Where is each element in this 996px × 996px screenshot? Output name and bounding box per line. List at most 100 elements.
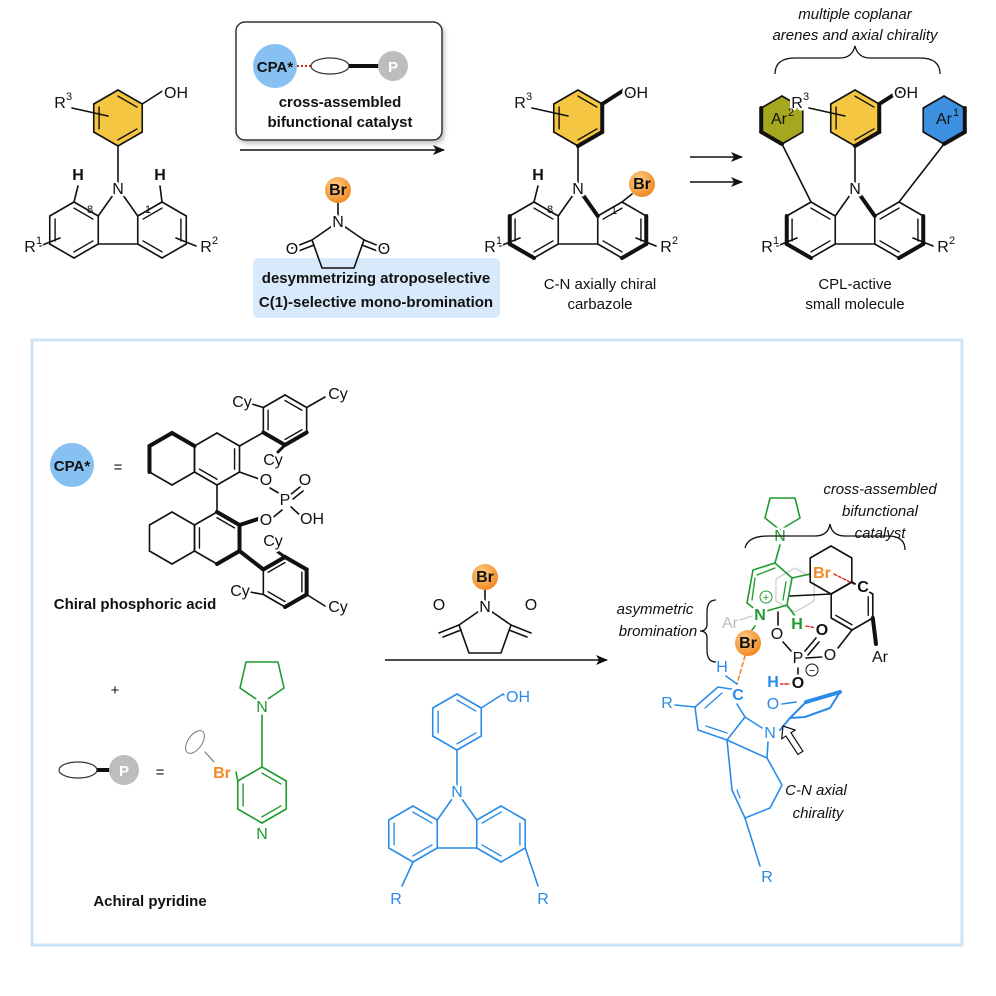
r-label: R: [791, 95, 803, 112]
n-label: N: [256, 826, 268, 843]
bond: [97, 187, 119, 217]
p-label: P: [388, 59, 398, 76]
ts-axial-line2: chirality: [793, 805, 845, 822]
bond: [117, 95, 138, 108]
bond: [481, 811, 502, 824]
pyridinium-n-label: N: [754, 607, 766, 624]
bond: [276, 550, 287, 559]
bond: [261, 772, 282, 785]
bond: [830, 617, 853, 631]
bond: [73, 240, 94, 253]
br-label: Br: [329, 182, 347, 199]
bond: [533, 185, 539, 203]
oh-label: OH: [506, 689, 530, 706]
o-label: O: [824, 647, 836, 664]
cy-label: Cy: [230, 583, 250, 600]
bond: [635, 237, 657, 247]
br-label: Br: [633, 176, 651, 193]
bond: [456, 732, 477, 745]
bond: [73, 243, 100, 259]
bond: [216, 517, 236, 529]
conditions-line1: desymmetrizing atroposelective: [262, 270, 490, 287]
bond: [73, 185, 79, 203]
bond: [804, 637, 817, 652]
bond: [284, 399, 303, 411]
r-label: R: [514, 95, 526, 112]
bond: [283, 430, 309, 447]
bond: [171, 471, 196, 486]
bond: [117, 131, 144, 147]
bond: [804, 690, 842, 704]
bond: [387, 847, 414, 863]
bond: [442, 629, 462, 638]
bond: [500, 805, 527, 821]
bond: [704, 692, 723, 709]
ts-bromination-line2: bromination: [619, 623, 697, 640]
bond: [807, 641, 820, 656]
bond: [705, 725, 728, 734]
starting-carbazole-labels: N R 3 OH H H 8 1 R 1 R 2: [22, 83, 220, 259]
bond: [552, 131, 579, 147]
oh-label: OH: [894, 85, 918, 102]
conditions-highlight: [253, 258, 500, 318]
annotation-line1: multiple coplanar: [798, 6, 912, 23]
bond: [785, 201, 812, 217]
bond: [148, 550, 173, 565]
bond: [284, 394, 308, 409]
ar1-label: Ar: [936, 111, 953, 128]
bond: [267, 561, 286, 573]
r-label: R: [660, 239, 672, 256]
oh-label: OH: [624, 85, 648, 102]
position-1-label: 1: [145, 204, 151, 216]
o-label: O: [378, 241, 390, 258]
bond: [292, 490, 304, 500]
catalyst-box-line1: cross-assembled: [279, 94, 402, 111]
bond: [261, 805, 282, 818]
bond: [782, 641, 793, 653]
bond: [171, 550, 196, 565]
o-label: O: [816, 622, 828, 639]
o-label: O: [433, 597, 445, 614]
bond: [269, 509, 283, 521]
bond: [596, 201, 623, 217]
bond: [508, 201, 535, 217]
o-label: O: [771, 626, 783, 643]
n-label: N: [112, 181, 124, 198]
bond: [781, 95, 804, 109]
bond: [249, 591, 265, 596]
pyridine-name: Achiral pyridine: [93, 893, 206, 910]
r-label: R: [54, 95, 66, 112]
bond: [912, 237, 934, 247]
bond: [387, 805, 414, 821]
bond: [775, 600, 796, 613]
o-label: O: [767, 696, 779, 713]
nbs-reagent-top: Br N O O: [283, 177, 393, 261]
r-label: R: [761, 869, 773, 886]
tether-ellipse-icon: [185, 730, 205, 754]
bond: [261, 808, 288, 824]
bond: [291, 239, 313, 249]
bond: [744, 716, 763, 729]
bond: [508, 629, 528, 638]
bond: [744, 817, 761, 867]
bond: [235, 771, 239, 782]
bond: [193, 550, 218, 565]
bond: [117, 128, 138, 141]
r-label: R: [937, 239, 949, 256]
bond: [510, 624, 532, 634]
bond: [830, 545, 853, 559]
r-label: R: [484, 239, 496, 256]
annotation-line2: arenes and axial chirality: [772, 27, 939, 44]
h-label: H: [767, 674, 779, 691]
bond: [175, 237, 197, 247]
bond: [829, 131, 856, 147]
plus-sign: +: [111, 682, 120, 699]
bond: [193, 471, 218, 486]
cpa-catalyst-icon: [253, 44, 297, 88]
bond: [943, 95, 966, 109]
conditions-line2: C(1)-selective mono-bromination: [259, 294, 493, 311]
bond: [756, 567, 776, 576]
bond: [877, 88, 909, 106]
h-label: H: [716, 659, 728, 676]
n-label: N: [849, 181, 861, 198]
